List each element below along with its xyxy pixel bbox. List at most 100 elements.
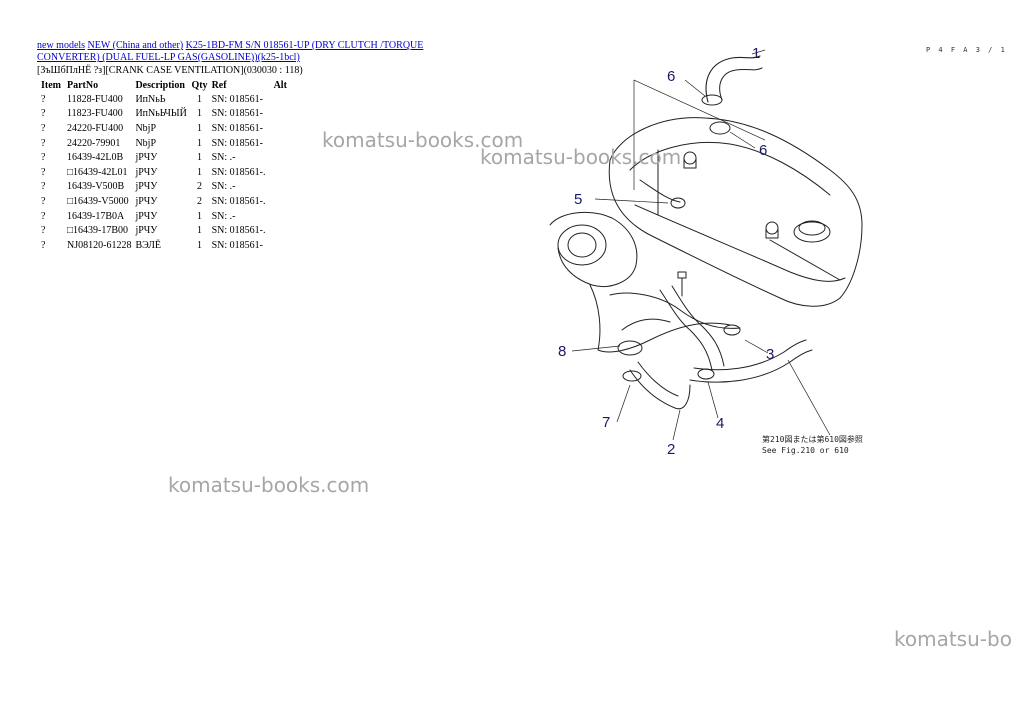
hose-1-inner <box>719 67 763 101</box>
cover-rib-2 <box>634 204 846 282</box>
cell-description: jРЧУ <box>135 166 158 178</box>
cell-ref: SN: 018561- <box>211 137 263 149</box>
cell-qty: 1 <box>197 210 202 222</box>
watermark: komatsu-books.com <box>480 145 682 169</box>
cell-ref: SN: 018561-. <box>211 195 266 207</box>
table-header-row: Item PartNo Description Qty Ref Alt <box>37 78 298 92</box>
cell-ref: SN: 018561- <box>211 122 263 134</box>
cell-ref: SN: 018561- <box>211 239 263 251</box>
cell-alt <box>274 150 298 165</box>
cell-item: ? <box>41 166 46 178</box>
cell-item: ? <box>41 93 46 105</box>
cell-qty: 1 <box>197 137 202 149</box>
watermark: komatsu-bo <box>894 627 1012 651</box>
leader-lines <box>571 49 831 441</box>
cell-qty: 1 <box>197 225 202 237</box>
oil-cap-top <box>798 220 826 236</box>
callout-1: 1 <box>752 45 760 62</box>
cell-alt <box>274 121 298 136</box>
intake-elbow <box>549 211 638 287</box>
clamp-6-upper <box>701 94 723 106</box>
cell-ref: SN: .- <box>211 152 236 164</box>
cell-alt <box>274 92 298 107</box>
clamp-6-lower <box>709 121 731 135</box>
see-figure-note-jp: 第210図または第610図参照 <box>762 434 863 444</box>
see-figure-note-en: See Fig.210 or 610 <box>762 446 849 455</box>
cell-partno: 11823-FU400 <box>67 108 123 120</box>
cell-item: ? <box>41 195 46 207</box>
cell-description: jРЧУ <box>135 181 158 193</box>
cell-ref: SN: 018561-. <box>211 166 266 178</box>
callout-4: 4 <box>716 415 724 432</box>
manifold-line <box>621 318 671 331</box>
cell-item: ? <box>41 239 46 251</box>
hose-2-inner <box>637 361 679 397</box>
cell-qty: 1 <box>197 152 202 164</box>
cell-ref: SN: .- <box>211 181 236 193</box>
header-item: Item <box>41 79 61 91</box>
cell-qty: 2 <box>197 181 202 193</box>
cell-ref: SN: .- <box>211 210 236 222</box>
pipe-main <box>659 289 713 371</box>
callout-7: 7 <box>602 414 610 431</box>
cell-ref: SN: 018561- <box>211 93 263 105</box>
header-description: Description <box>135 79 185 91</box>
cell-partno: NJ08120-61228 <box>67 239 132 251</box>
cell-partno: □16439-17B00 <box>67 225 129 237</box>
cell-alt <box>274 194 298 209</box>
cell-partno: 24220-79901 <box>67 137 121 149</box>
manifold-body <box>589 284 731 353</box>
cell-description: NbjP <box>135 122 157 134</box>
cell-alt <box>274 209 298 224</box>
cell-item: ? <box>41 225 46 237</box>
header-qty: Qty <box>191 79 208 91</box>
cover-rib-4 <box>769 239 841 281</box>
cell-partno: 16439-42L0B <box>67 152 124 164</box>
breadcrumb-link-model[interactable]: K25-1BD-FM S/N 018561-UP (DRY CLUTCH /TO… <box>37 40 424 63</box>
cell-description: jРЧУ <box>135 210 158 222</box>
callout-8: 8 <box>558 343 566 360</box>
manifold-line <box>609 292 741 329</box>
section-title: [ЗъШбПлНЁ ?з][CRANK CASE VENTILATION](03… <box>37 65 303 76</box>
cell-description: jРЧУ <box>135 195 158 207</box>
cell-ref: SN: 018561- <box>211 108 263 120</box>
clamp-upper-right <box>723 324 741 336</box>
clamp-5 <box>670 197 686 209</box>
breadcrumb-link-new-models[interactable]: new models <box>37 40 86 51</box>
header-ref: Ref <box>211 79 227 91</box>
cell-qty: 1 <box>197 122 202 134</box>
cell-alt <box>274 136 298 151</box>
callout-6-lower: 6 <box>759 142 767 159</box>
cell-alt <box>274 107 298 122</box>
hose-1 <box>705 55 761 103</box>
table-row: ? 24220-FU400 NbjP 1 SN: 018561- <box>37 121 298 136</box>
watermark: komatsu-books.com <box>322 128 524 152</box>
header-alt: Alt <box>273 79 287 91</box>
bolt <box>683 151 697 165</box>
cover-rib-1 <box>629 141 831 196</box>
bolt-body <box>683 157 697 169</box>
clamp-8 <box>617 340 643 356</box>
cell-partno: 24220-FU400 <box>67 122 124 134</box>
cell-alt <box>274 180 298 195</box>
cell-description: ВЭЛЁ <box>135 239 161 251</box>
breadcrumb-link-new-china[interactable]: NEW (China and other) <box>87 40 184 51</box>
cell-alt <box>274 238 298 253</box>
engine-drawing <box>549 55 863 410</box>
hose-3-inner <box>693 339 807 371</box>
tube-5 <box>639 179 681 203</box>
cell-item: ? <box>41 122 46 134</box>
bolt-body <box>765 227 779 239</box>
callouts: 1 6 6 5 8 3 7 4 2 第210図または第610図参照 See Fi… <box>558 45 863 458</box>
cell-partno: □16439-V5000 <box>67 195 129 207</box>
valve-cover <box>608 117 863 307</box>
callout-3: 3 <box>766 346 774 363</box>
cell-partno: 11828-FU400 <box>67 93 123 105</box>
page-code: P 4 F A 3 / 1 <box>926 46 1007 54</box>
breadcrumb: new models NEW (China and other) K25-1BD… <box>37 40 457 64</box>
